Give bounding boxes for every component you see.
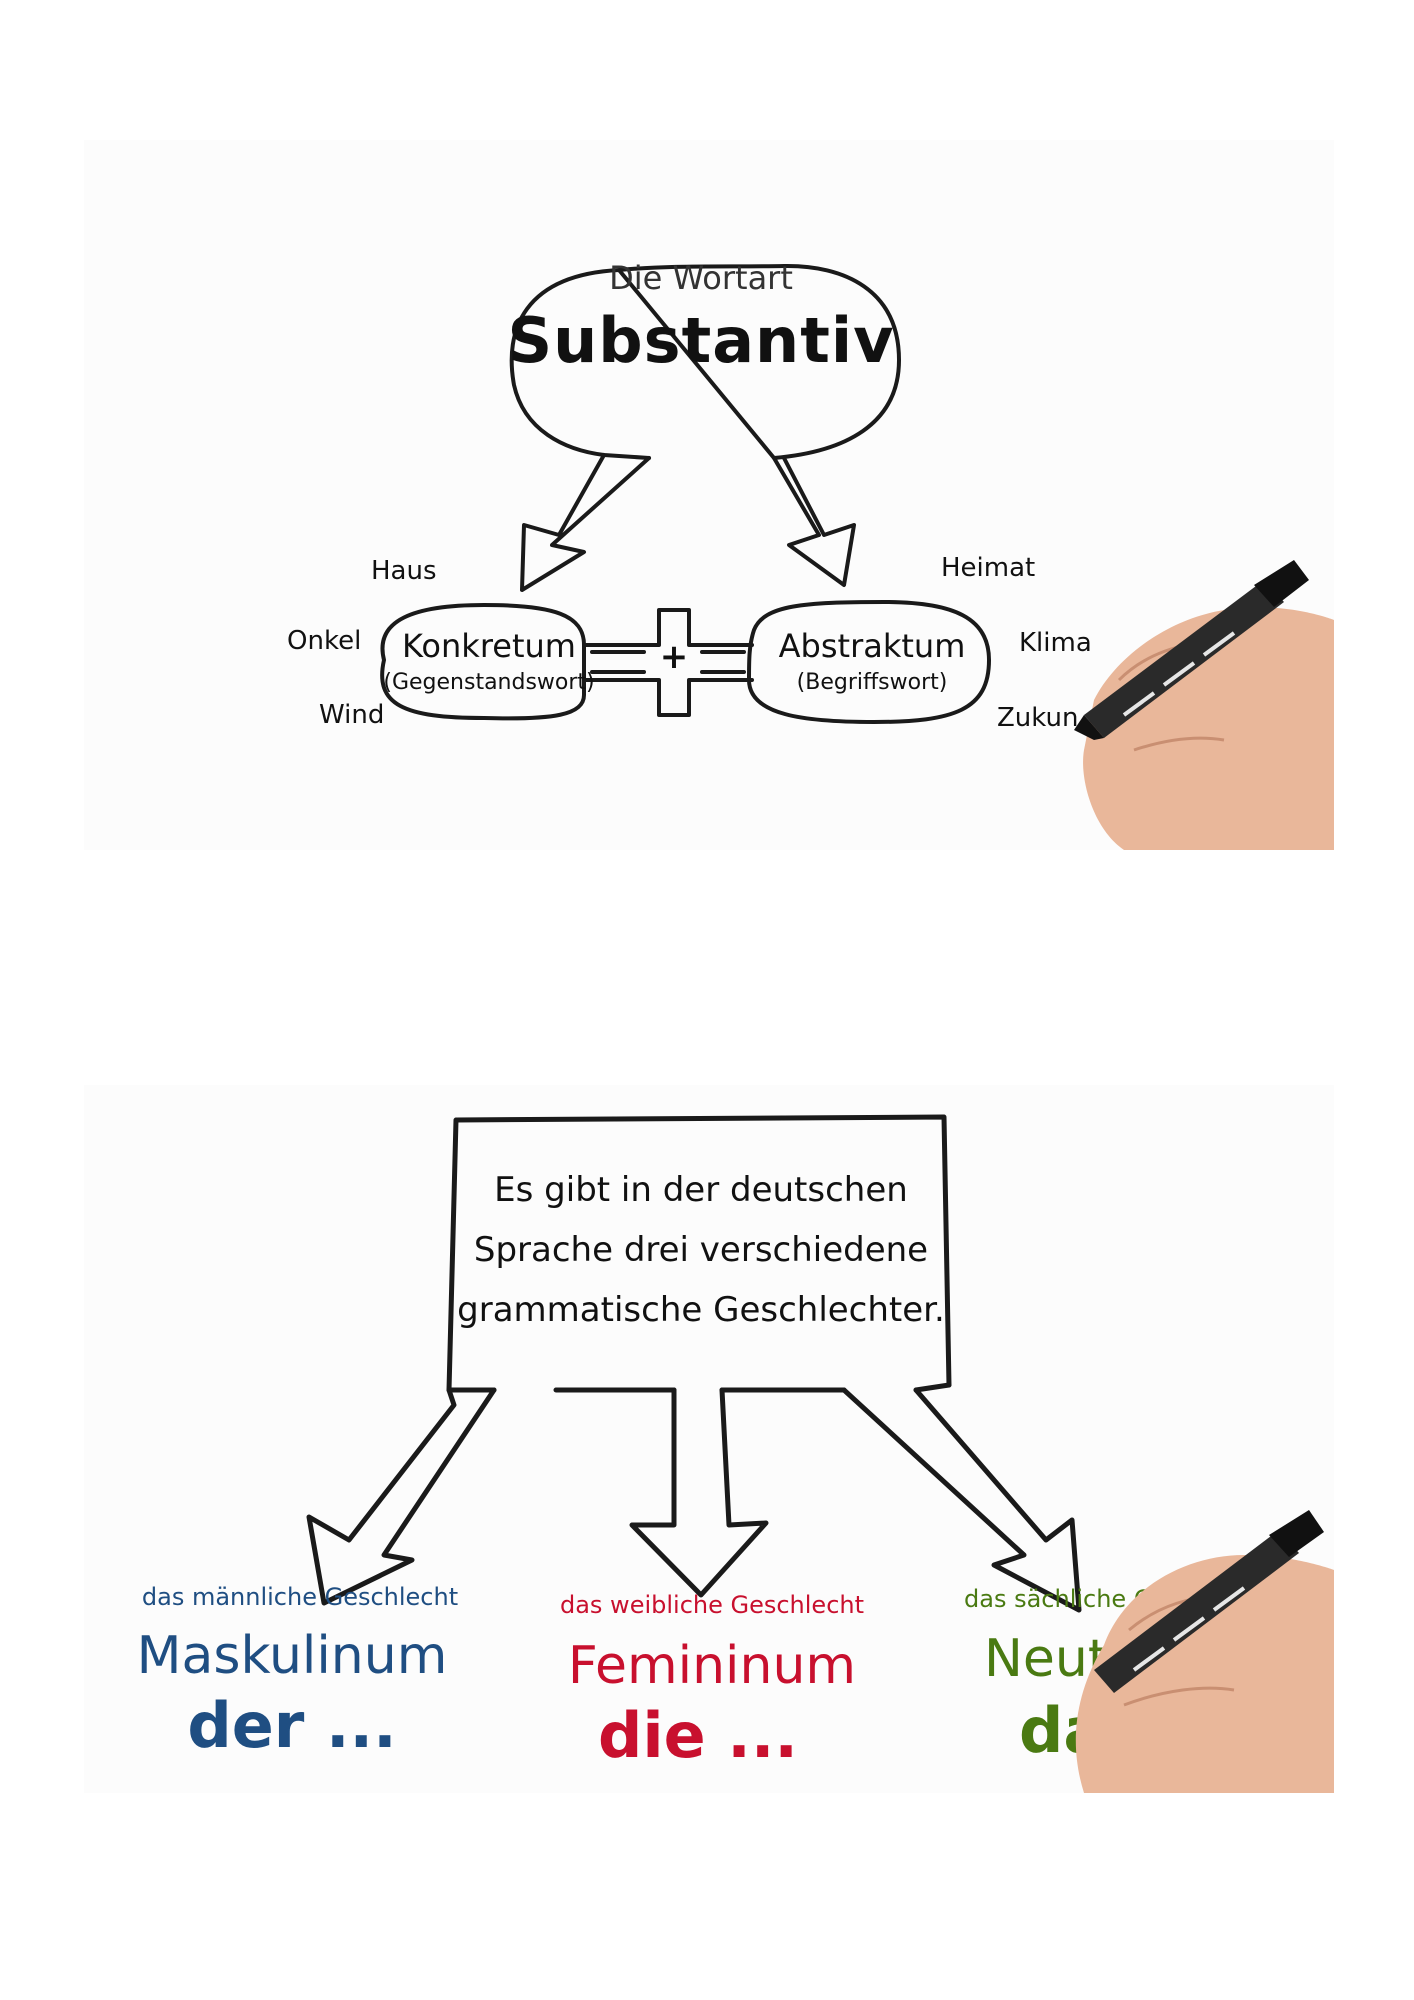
abstraktum-oval xyxy=(747,600,991,724)
example-heimat: Heimat xyxy=(941,553,1036,583)
arrow-to-konkretum xyxy=(520,453,651,592)
bubble-small-text: Die Wortart xyxy=(609,259,793,297)
abstraktum-title: Abstraktum xyxy=(778,627,966,665)
bubble-big-text: Substantiv xyxy=(507,304,895,377)
example-haus: Haus xyxy=(371,556,437,586)
geschlechter-diagram-art xyxy=(306,1114,1082,1613)
info-box-line-2: Sprache drei verschiedene xyxy=(473,1230,929,1270)
substantiv-panel: Die Wortart Substantiv Konkretum (Gegens… xyxy=(84,140,1334,850)
plus-connector xyxy=(582,608,754,717)
info-box-line-1: Es gibt in der deutschen xyxy=(494,1170,908,1210)
maskulinum-name: Maskulinum xyxy=(136,1626,448,1686)
info-box-line-3: grammatische Geschlechter. xyxy=(457,1290,945,1330)
hand-with-marker-image xyxy=(1074,560,1334,850)
arrow-to-neutrum xyxy=(841,1387,1082,1613)
info-box-text: Es gibt in der deutschen Sprache drei ve… xyxy=(457,1160,945,1340)
femininum-caption: das weibliche Geschlecht xyxy=(559,1591,865,1619)
hand-with-marker-image-2 xyxy=(1075,1510,1334,1793)
abstraktum-subtitle: (Begriffswort) xyxy=(796,670,948,695)
example-klima: Klima xyxy=(1019,628,1092,658)
femininum-name: Femininum xyxy=(567,1636,857,1696)
femininum-article: die ... xyxy=(598,1699,798,1772)
maskulinum-caption: das männliche Geschlecht xyxy=(141,1583,459,1611)
substantiv-bubble-outline xyxy=(509,263,901,460)
arrow-to-femininum xyxy=(629,1387,769,1598)
text-box-outline xyxy=(446,1114,952,1393)
example-onkel: Onkel xyxy=(287,626,362,656)
konkretum-subtitle: (Gegenstandswort) xyxy=(383,670,595,695)
geschlechter-panel: Es gibt in der deutschen Sprache drei ve… xyxy=(84,1085,1334,1793)
konkretum-title: Konkretum xyxy=(402,627,576,665)
example-wind: Wind xyxy=(319,700,385,730)
arrow-to-maskulinum xyxy=(306,1387,497,1606)
maskulinum-article: der ... xyxy=(187,1689,397,1762)
example-zukun: Zukun xyxy=(997,703,1079,733)
substantiv-diagram-art xyxy=(380,263,991,724)
arrow-to-abstraktum xyxy=(772,456,856,587)
plus-sign: + xyxy=(659,637,689,677)
